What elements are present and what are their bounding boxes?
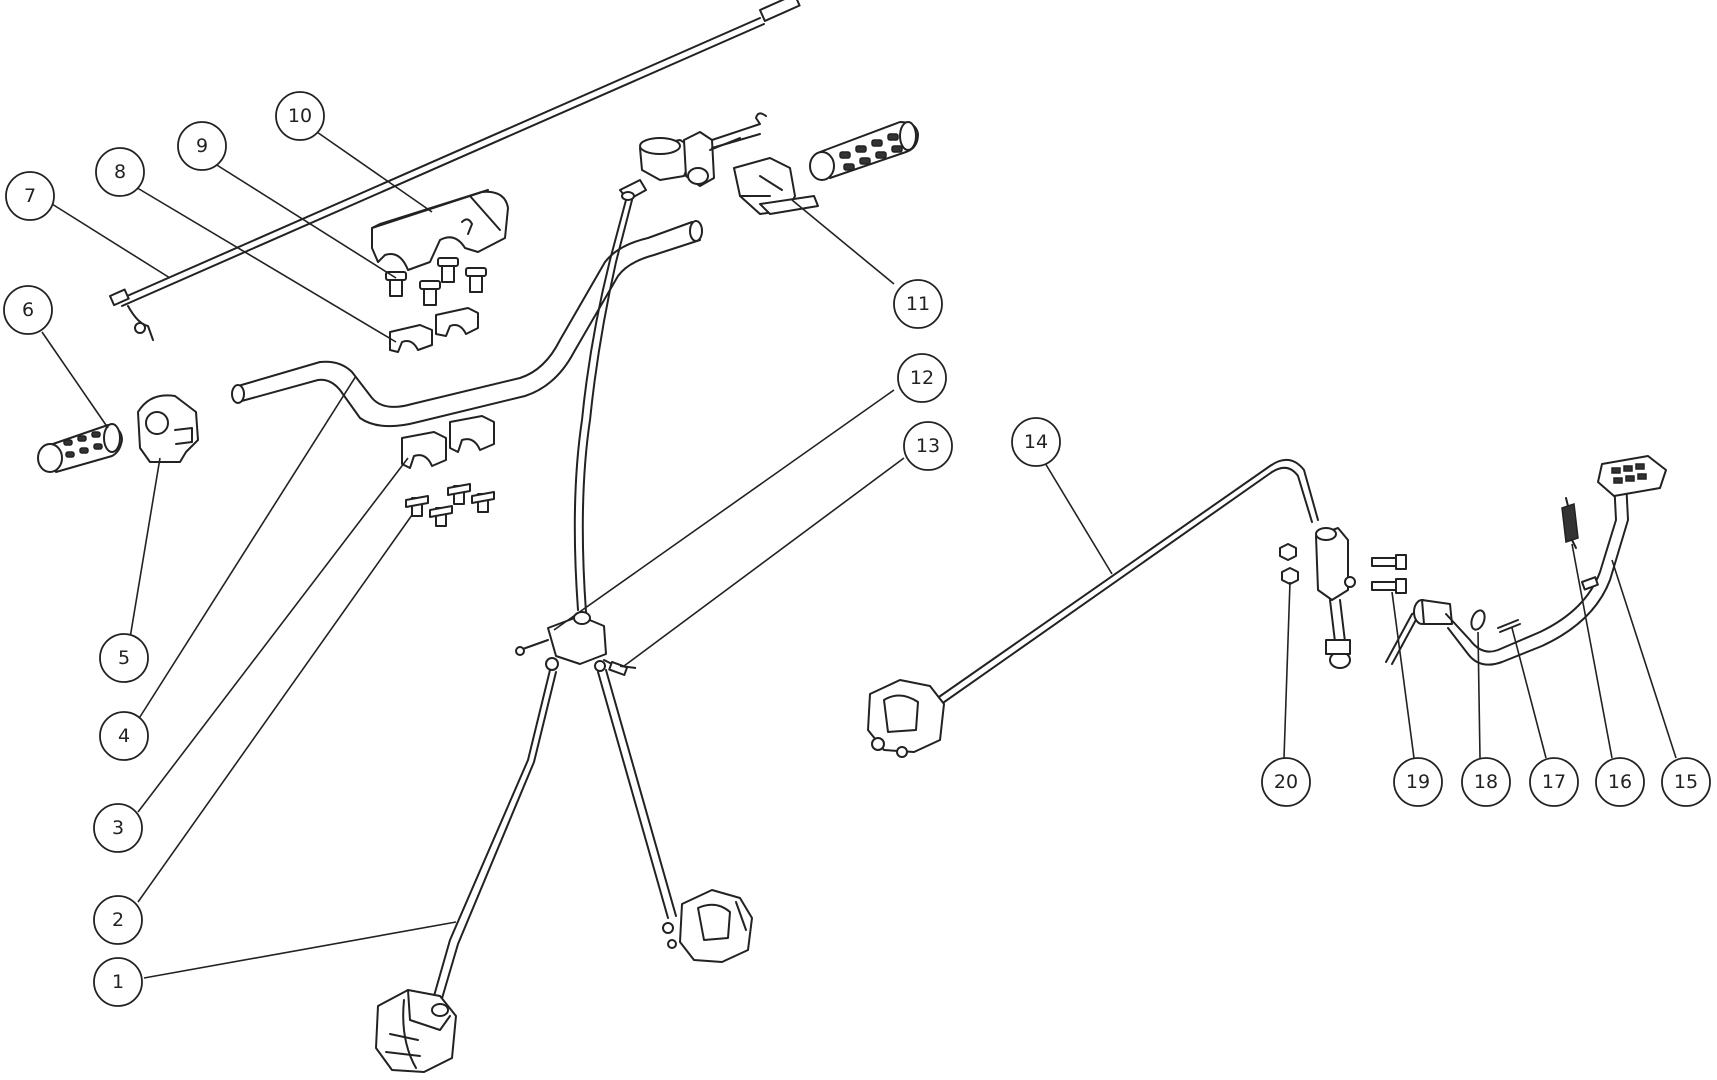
lever-switch [733, 157, 819, 215]
svg-text:10: 10 [288, 105, 312, 127]
callout-12: 12 [897, 353, 947, 403]
leader-lines [41, 129, 1677, 979]
svg-text:15: 15 [1674, 771, 1698, 793]
svg-text:18: 18 [1474, 771, 1498, 793]
svg-text:9: 9 [196, 135, 208, 157]
callout-9: 9 [177, 121, 227, 171]
left-caliper [375, 989, 457, 1073]
svg-text:16: 16 [1608, 771, 1632, 793]
callout-7: 7 [5, 171, 55, 221]
svg-text:17: 17 [1542, 771, 1566, 793]
master-cylinder [619, 112, 767, 201]
callout-15: 15 [1661, 757, 1711, 807]
right-caliper [662, 889, 753, 963]
rear-brake-hose [925, 459, 1319, 713]
rear-caliper [867, 679, 945, 758]
callout-6: 6 [3, 285, 53, 335]
callout-17: 17 [1529, 757, 1579, 807]
right-brake-hose [597, 669, 677, 919]
svg-text:12: 12 [910, 367, 934, 389]
svg-text:3: 3 [112, 817, 124, 839]
callout-16: 16 [1595, 757, 1645, 807]
callout-8: 8 [95, 147, 145, 197]
svg-text:11: 11 [906, 293, 930, 315]
callout-14: 14 [1011, 417, 1061, 467]
svg-text:2: 2 [112, 909, 124, 931]
handlebar-pad [371, 189, 509, 271]
lower-clamps [401, 415, 495, 469]
callout-18: 18 [1461, 757, 1511, 807]
cotter-pin [1497, 619, 1521, 633]
callout-2: 2 [93, 895, 143, 945]
left-brake-hose [429, 669, 557, 1013]
return-spring [1561, 497, 1579, 549]
pad-bolts [385, 257, 487, 306]
callout-10: 10 [275, 91, 325, 141]
pedal-bolts [1371, 554, 1407, 594]
svg-text:20: 20 [1274, 771, 1298, 793]
callout-13: 13 [903, 421, 953, 471]
callout-4: 4 [99, 711, 149, 761]
svg-text:8: 8 [114, 161, 126, 183]
left-grip [37, 423, 123, 473]
upper-clamps [389, 307, 479, 353]
svg-text:1: 1 [112, 971, 124, 993]
callout-3: 3 [93, 803, 143, 853]
right-grip [809, 121, 919, 181]
callout-11: 11 [893, 279, 943, 329]
rear-master-cylinder [1315, 527, 1356, 669]
svg-text:6: 6 [22, 299, 34, 321]
throttle-housing [137, 394, 199, 463]
clamp-bolts [405, 483, 495, 527]
svg-text:13: 13 [916, 435, 940, 457]
handlebar [231, 220, 703, 428]
rear-nuts [1279, 543, 1299, 585]
brake-junction [515, 611, 637, 676]
brake-pedal [1385, 455, 1667, 666]
callout-19: 19 [1393, 757, 1443, 807]
svg-text:7: 7 [24, 185, 36, 207]
callout-20: 20 [1261, 757, 1311, 807]
svg-text:5: 5 [118, 647, 130, 669]
callout-1: 1 [93, 957, 143, 1007]
washer [1470, 609, 1486, 631]
svg-text:4: 4 [118, 725, 130, 747]
svg-text:14: 14 [1024, 431, 1048, 453]
svg-text:19: 19 [1406, 771, 1430, 793]
throttle-cable [109, 0, 801, 341]
front-brake-hose [573, 199, 633, 613]
callout-5: 5 [99, 633, 149, 683]
